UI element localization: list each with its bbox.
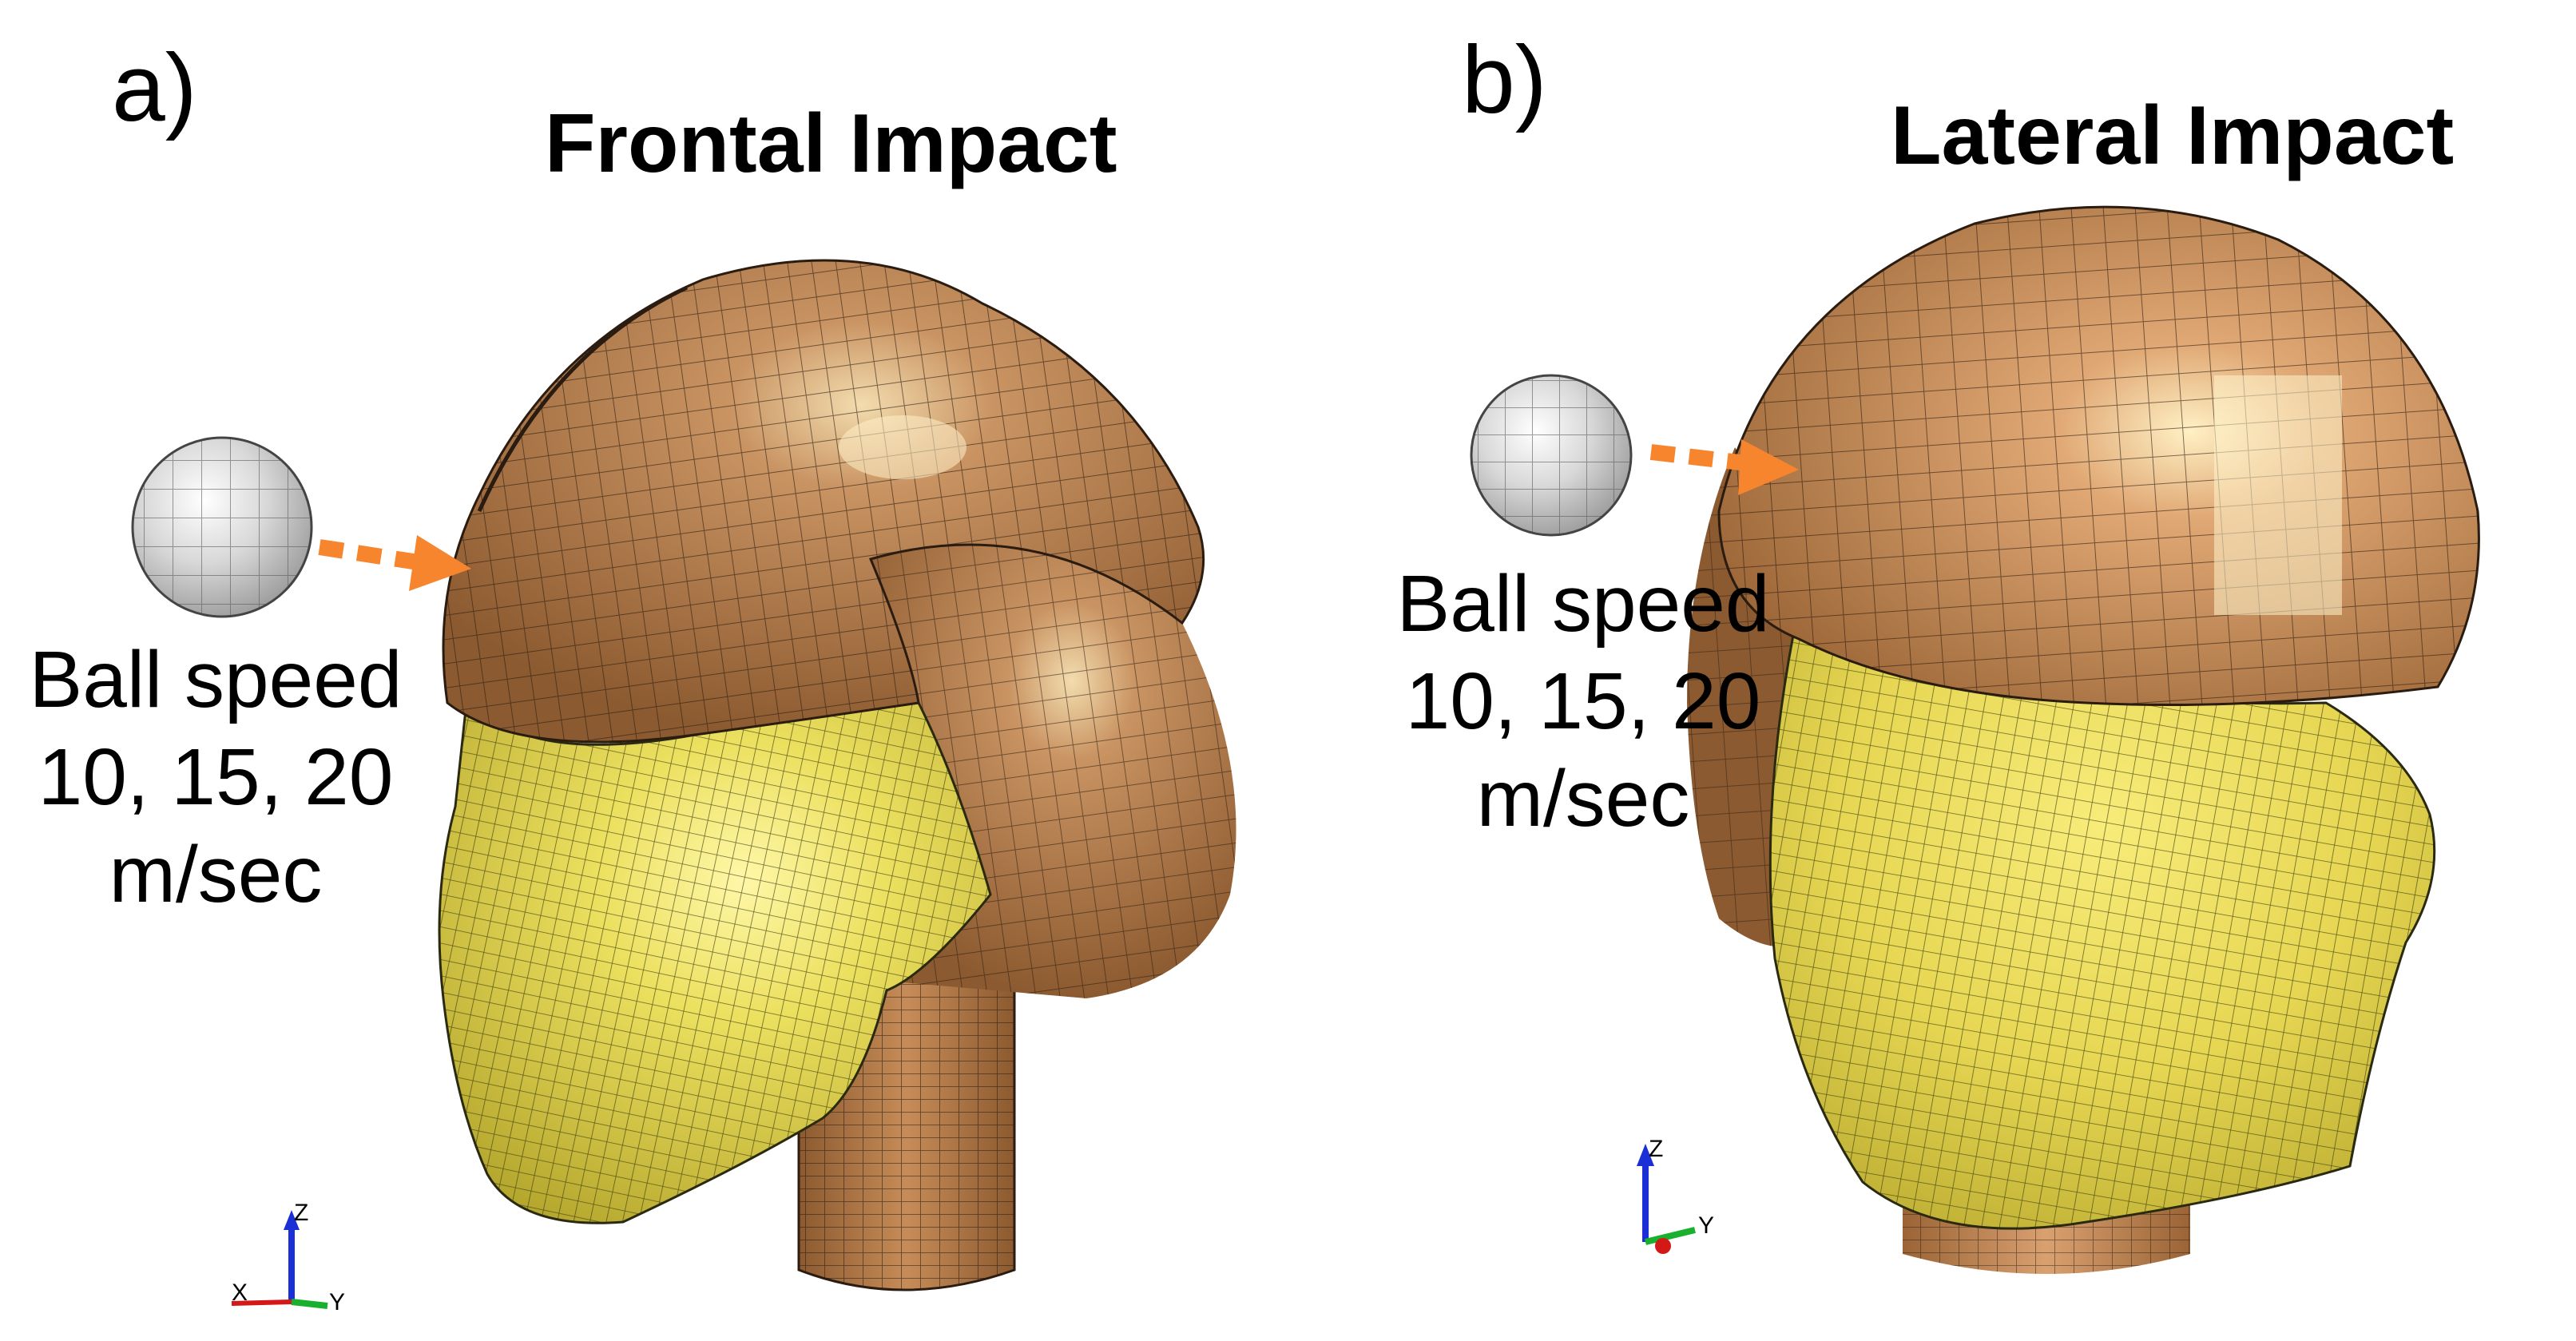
z-axis-label: Z [1649, 1136, 1663, 1162]
axis-triad: Z Y [1637, 1136, 1714, 1254]
speed-line-1: Ball speed [29, 635, 403, 724]
helmet-mesh [1717, 205, 2480, 706]
speed-line-2: 10, 15, 20 [38, 732, 394, 822]
face-mesh [1768, 605, 2436, 1230]
y-axis-line [291, 1299, 328, 1309]
axis-triad: Z Y X [231, 1200, 345, 1315]
y-axis-label: Y [329, 1289, 345, 1315]
x-axis-line [231, 1299, 292, 1306]
panel-frontal-impact: Z Y X a) Frontal Impact Ball speed 10, 1… [0, 34, 1236, 1315]
impact-direction-arrow [318, 535, 471, 591]
x-axis-dot [1655, 1238, 1671, 1254]
panel-title-frontal: Frontal Impact [545, 97, 1117, 190]
panel-letter-b: b) [1462, 26, 1547, 133]
face-mesh [438, 691, 992, 1224]
impact-ball [131, 436, 313, 618]
frontal-impact-model: Z Y X [131, 259, 1236, 1315]
ball-speed-label-b: Ball speed 10, 15, 20 m/sec [1375, 555, 1791, 847]
panel-lateral-impact: Z Y b) Lateral Impact Ball speed 10, 15,… [1288, 0, 2575, 1341]
impact-direction-arrow [1649, 439, 1799, 495]
z-axis-label: Z [294, 1200, 308, 1226]
impact-ball [1470, 374, 1633, 537]
y-axis-line [1645, 1227, 1696, 1245]
helmet-mesh [442, 259, 1205, 744]
speed-line-2: 10, 15, 20 [1405, 657, 1761, 746]
speed-line-3: m/sec [1476, 754, 1690, 843]
panel-letter-a: a) [112, 34, 197, 141]
panel-title-lateral: Lateral Impact [1891, 89, 2455, 182]
speed-line-1: Ball speed [1396, 559, 1770, 649]
ball-speed-label-a: Ball speed 10, 15, 20 m/sec [0, 631, 431, 923]
lateral-impact-model: Z Y [1470, 205, 2480, 1274]
y-axis-label: Y [1698, 1212, 1714, 1239]
speed-line-3: m/sec [109, 830, 323, 919]
x-axis-label: X [232, 1280, 248, 1306]
